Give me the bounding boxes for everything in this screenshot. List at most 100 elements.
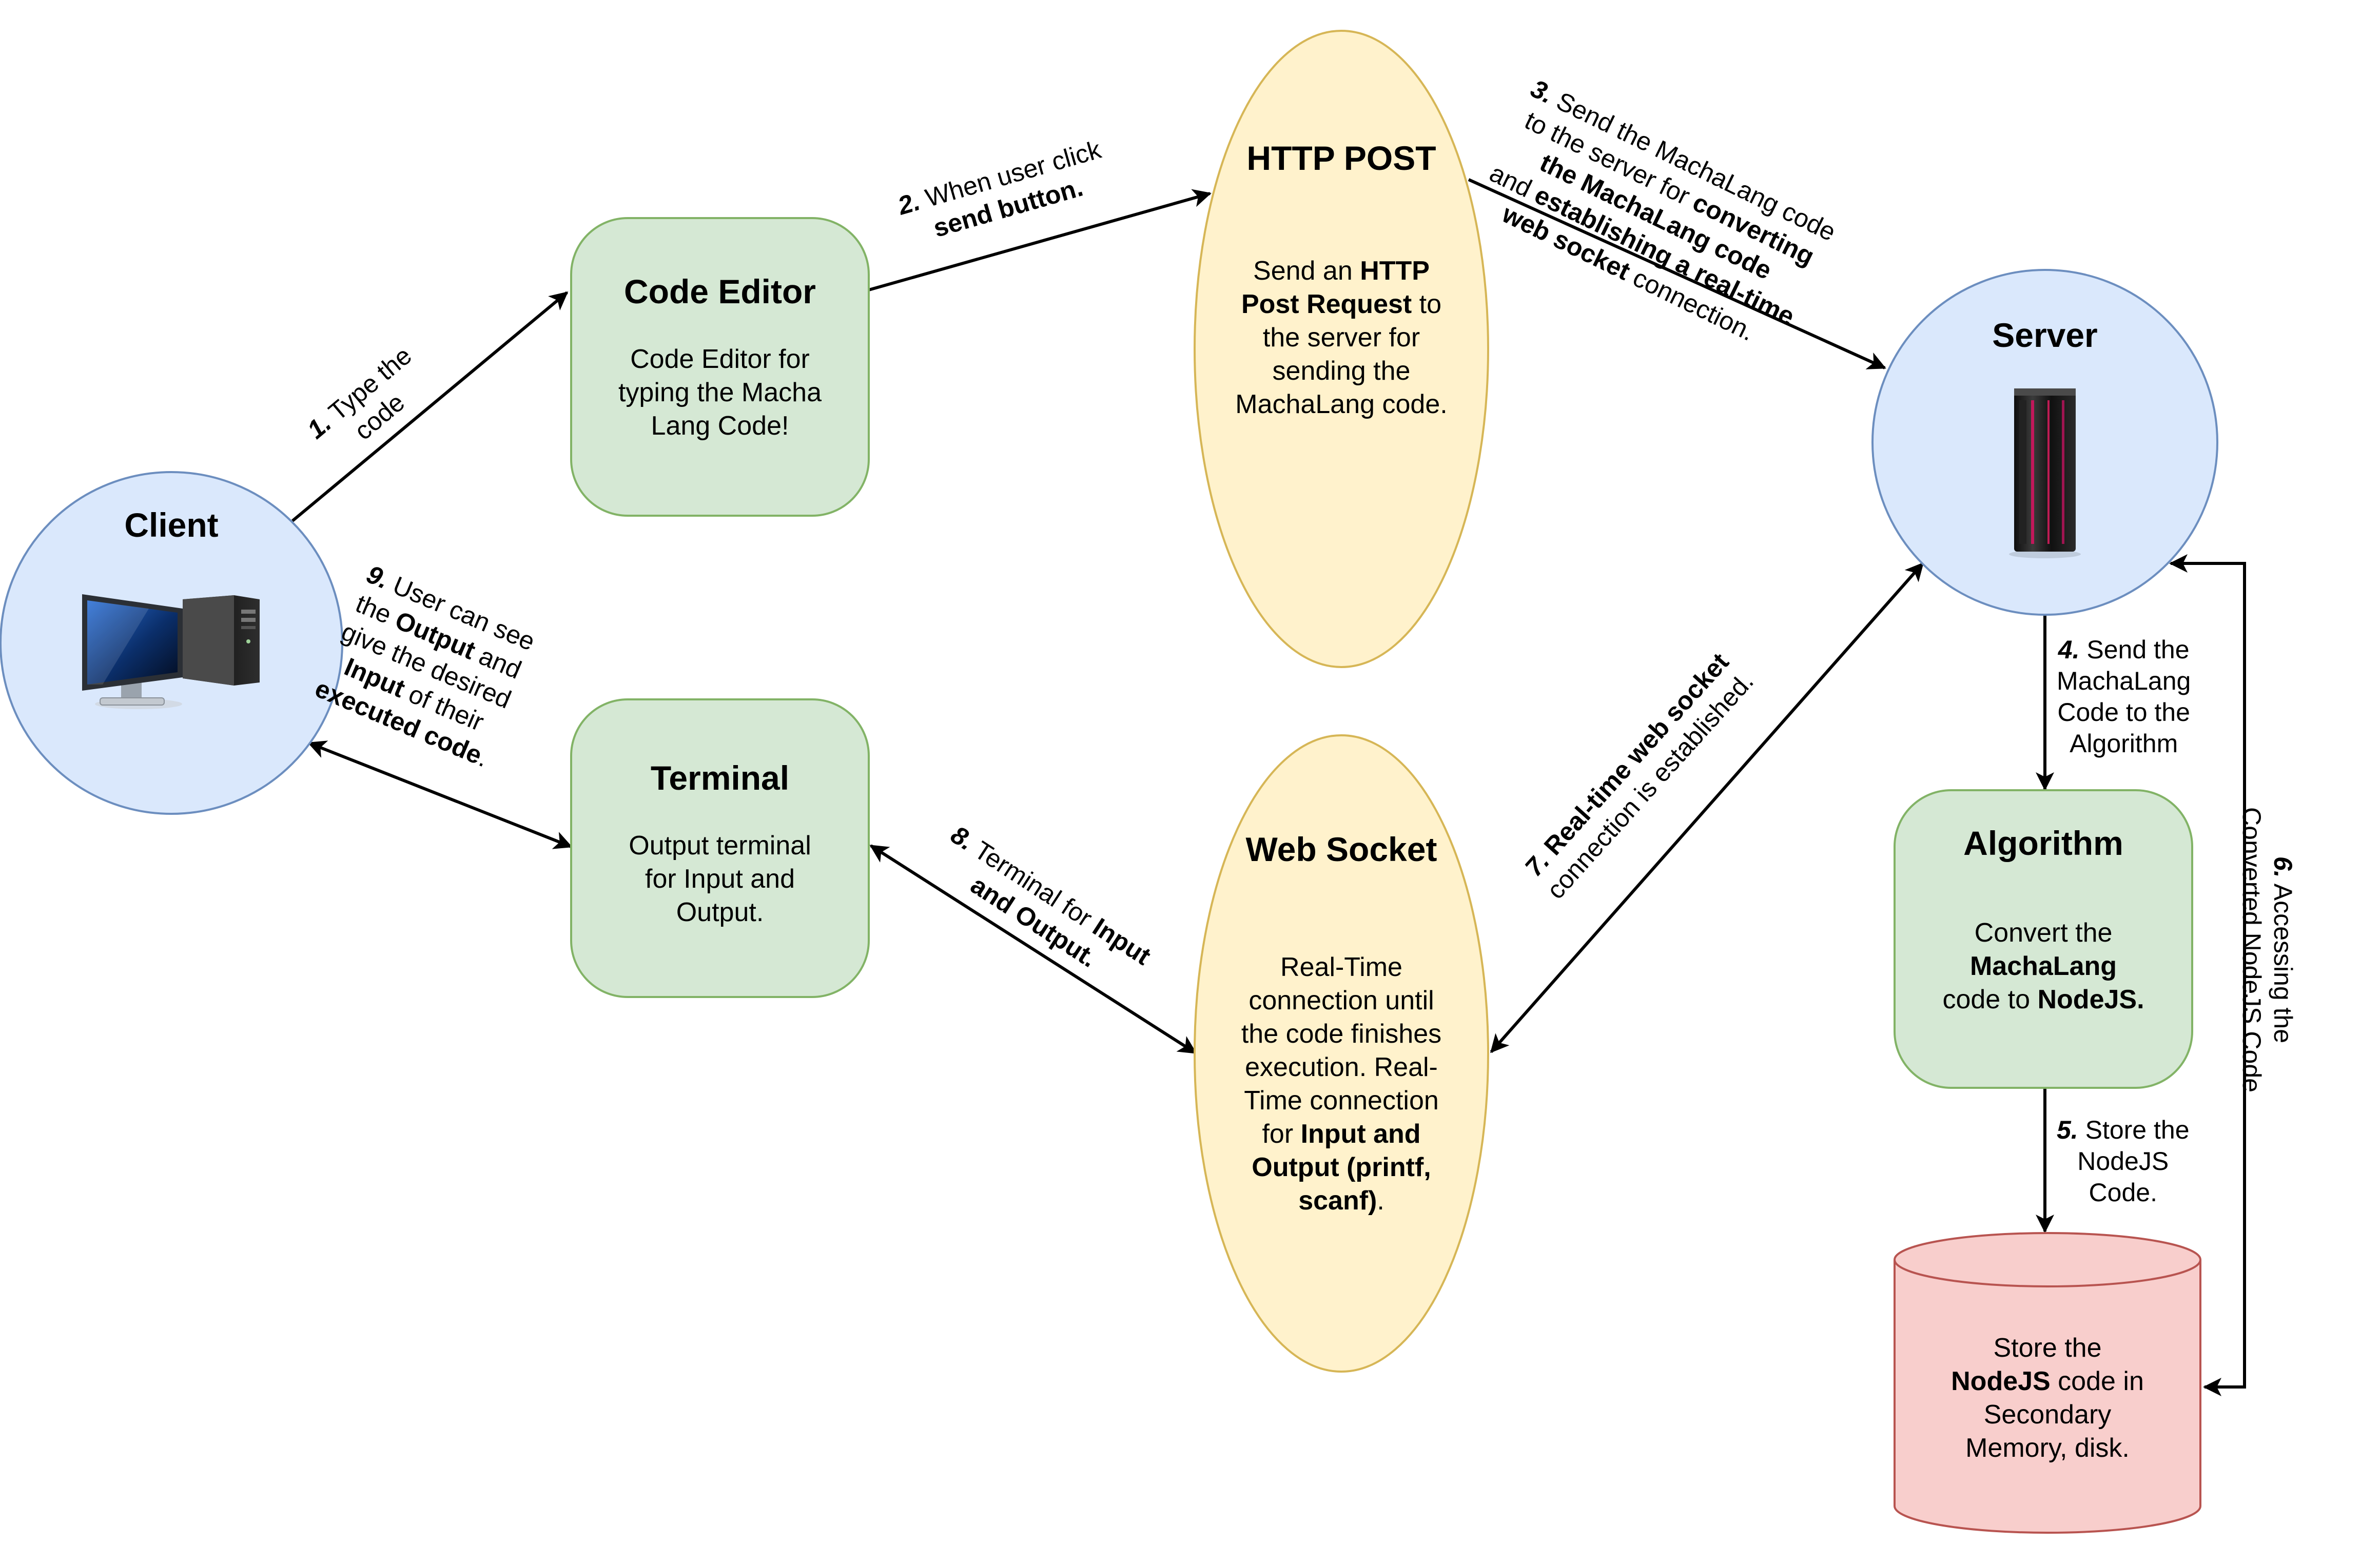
text-line: Code. — [2057, 1177, 2190, 1208]
text-run: MachaLang code. — [1235, 389, 1448, 419]
text-line: code to NodeJS. — [1895, 983, 2192, 1017]
text-run: . — [1377, 1186, 1384, 1216]
web-socket-body: Real-Time connection until the code finish… — [1213, 951, 1470, 1218]
terminal-body-line: Output terminal — [629, 831, 811, 861]
text-line: Converted NodeJS Code — [2236, 807, 2267, 1092]
text-run: Post Request — [1241, 289, 1412, 319]
code-editor-body-line: typing the Macha — [618, 378, 822, 407]
text-run: scanf) — [1298, 1186, 1377, 1216]
text-line: Secondary — [1895, 1398, 2200, 1432]
text-run: 5. — [2057, 1116, 2078, 1144]
text-line: Post Request to — [1213, 288, 1470, 321]
text-line: Code to the — [2057, 697, 2191, 728]
text-run: connection until — [1248, 986, 1434, 1015]
text-line: 4. Send the — [2057, 634, 2191, 666]
text-run: code to — [1942, 985, 2038, 1014]
text-run: code in — [2050, 1366, 2144, 1396]
text-line: Store the — [1895, 1332, 2200, 1365]
text-run: Output (printf, — [1252, 1152, 1431, 1182]
text-run: Algorithm — [2070, 729, 2178, 758]
text-run: Code. — [2089, 1178, 2157, 1207]
edges — [291, 178, 2246, 1396]
text-run: to — [1412, 289, 1442, 319]
edge-storage-to-server — [2169, 554, 2246, 1396]
text-line: NodeJS code in — [1895, 1365, 2200, 1398]
text-line: the server for — [1213, 321, 1470, 355]
text-run: NodeJS — [1951, 1366, 2051, 1396]
code-editor-title: Code Editor — [624, 272, 816, 310]
code-editor-body-line: Code Editor for — [630, 344, 810, 374]
code-editor-body: Code Editor for typing the Macha Lang Co… — [571, 343, 869, 443]
text-line: 5. Store the — [2057, 1115, 2190, 1146]
http-post-node[interactable] — [1194, 30, 1489, 668]
edge-server-web-socket — [1490, 562, 1924, 1053]
text-run: Real-Time — [1280, 952, 1402, 982]
edge-client-to-code-editor — [291, 291, 569, 522]
web-socket-node[interactable] — [1194, 734, 1489, 1373]
edge-code-editor-to-http-post — [868, 189, 1212, 291]
algorithm-node[interactable] — [1894, 789, 2193, 1089]
text-run: 4. — [2058, 635, 2080, 664]
text-run: MachaLang — [2057, 667, 2191, 695]
text-run: Input and — [1300, 1119, 1421, 1149]
text-line: for Input and — [1213, 1118, 1470, 1151]
text-line: NodeJS — [2057, 1146, 2190, 1177]
text-run: Code to the — [2057, 698, 2190, 727]
text-run: 6. — [2268, 856, 2297, 878]
text-run: NodeJS — [2077, 1147, 2169, 1176]
code-editor-body-line: Lang Code! — [651, 411, 789, 441]
desktop-computer-icon — [82, 594, 260, 709]
terminal-body-line: Output. — [676, 897, 764, 927]
text-run: the code finishes — [1241, 1019, 1442, 1049]
terminal-node[interactable] — [570, 698, 870, 998]
text-line: the code finishes — [1213, 1018, 1470, 1051]
edge-client-terminal — [307, 740, 573, 849]
text-line: Send an HTTP — [1213, 255, 1470, 288]
text-line: Convert the — [1895, 916, 2192, 950]
text-line: Time connection — [1213, 1084, 1470, 1118]
text-run: Accessing the — [2268, 877, 2297, 1044]
text-run: NodeJS. — [2037, 985, 2144, 1014]
terminal-body-line: for Input and — [645, 864, 795, 894]
web-socket-title: Web Socket — [1245, 830, 1437, 868]
client-title: Client — [124, 506, 219, 544]
text-line: connection until — [1213, 984, 1470, 1018]
text-run: MachaLang — [1969, 951, 2117, 981]
edge-http-post-to-server — [1468, 178, 1886, 369]
text-run: Store the — [2078, 1116, 2190, 1144]
text-line: Real-Time — [1213, 951, 1470, 984]
text-run: the server for — [1262, 323, 1420, 353]
text-line: MachaLang — [1895, 950, 2192, 983]
web-socket-text: Web Socket Real-Time connection until the … — [1213, 830, 1470, 1218]
terminal-body: Output terminal for Input and Output. — [571, 829, 869, 929]
text-line: sending the — [1213, 355, 1470, 388]
text-run: Memory, disk. — [1965, 1433, 2130, 1463]
http-post-title: HTTP POST — [1246, 139, 1436, 177]
edge-terminal-web-socket — [869, 844, 1197, 1054]
text-line: 6. Accessing the — [2267, 807, 2298, 1092]
text-run: Time connection — [1244, 1086, 1439, 1116]
algorithm-title: Algorithm — [1963, 824, 2123, 862]
text-run: Converted NodeJS Code — [2237, 807, 2266, 1092]
server-rack-icon — [2009, 388, 2081, 558]
server-title: Server — [1992, 316, 2098, 354]
text-line: Output (printf, — [1213, 1151, 1470, 1184]
text-run: HTTP — [1360, 256, 1430, 286]
text-run: Store the — [1993, 1333, 2102, 1363]
terminal-title: Terminal — [650, 759, 790, 797]
server-label: Server — [1942, 316, 2148, 355]
text-run: for — [1262, 1119, 1301, 1149]
text-run: Send the — [2079, 635, 2190, 664]
storage-node[interactable] — [1894, 1232, 2201, 1534]
text-line: execution. Real- — [1213, 1051, 1470, 1084]
terminal-text: Terminal Output terminal for Input and O… — [571, 758, 869, 929]
code-editor-node[interactable] — [570, 217, 870, 517]
